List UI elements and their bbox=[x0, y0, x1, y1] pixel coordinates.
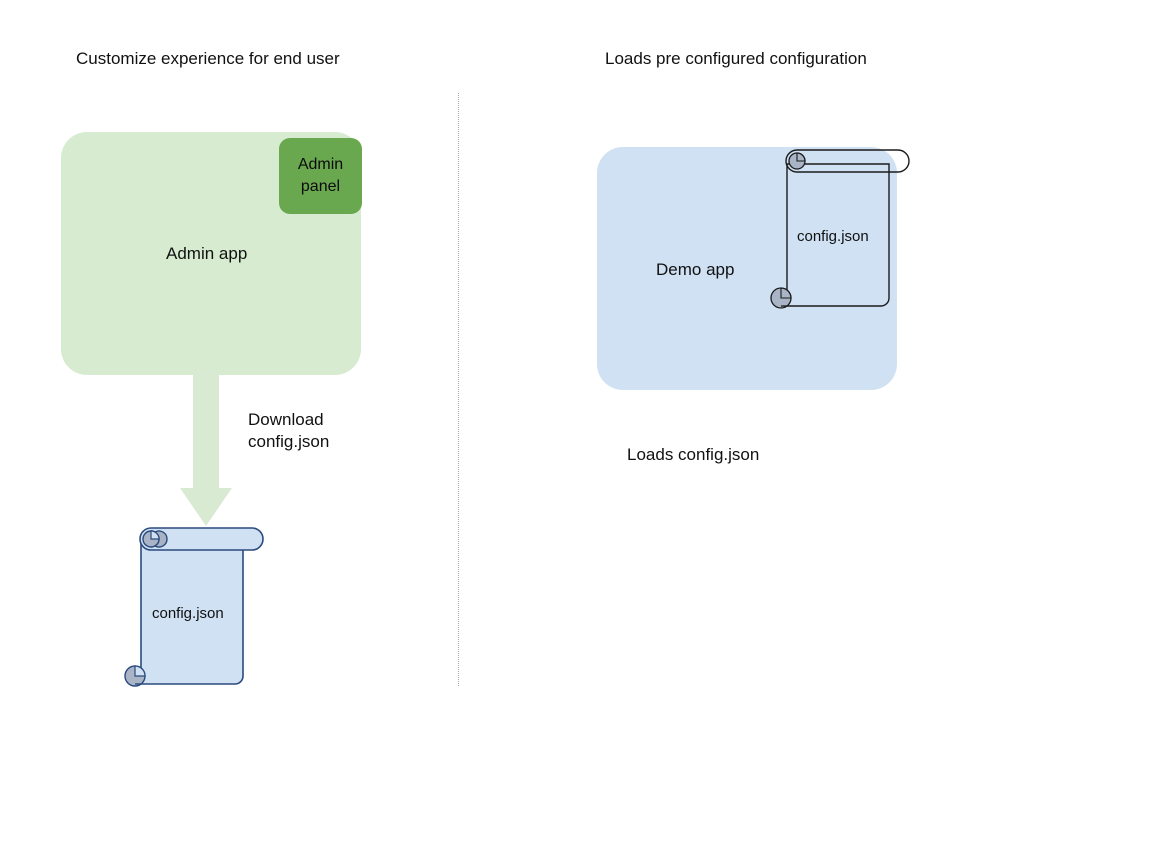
demo-app-container bbox=[597, 147, 897, 390]
right-column-heading: Loads pre configured configuration bbox=[605, 49, 867, 68]
admin-panel-node[interactable]: Admin panel bbox=[279, 138, 362, 214]
left-column-heading: Customize experience for end user bbox=[76, 49, 340, 68]
column-divider bbox=[458, 93, 459, 686]
download-arrow-icon bbox=[180, 370, 232, 526]
demo-app-label: Demo app bbox=[656, 260, 735, 279]
download-arrow-label: Download config.json bbox=[248, 410, 330, 451]
config-json-document-right[interactable] bbox=[764, 146, 914, 314]
loads-config-caption: Loads config.json bbox=[627, 445, 760, 464]
config-json-label-right: config.json bbox=[797, 228, 869, 245]
config-json-label-left: config.json bbox=[152, 605, 224, 622]
config-json-document-left[interactable] bbox=[118, 524, 268, 692]
admin-app-label: Admin app bbox=[166, 244, 248, 263]
admin-panel-label: Admin panel bbox=[297, 156, 344, 195]
